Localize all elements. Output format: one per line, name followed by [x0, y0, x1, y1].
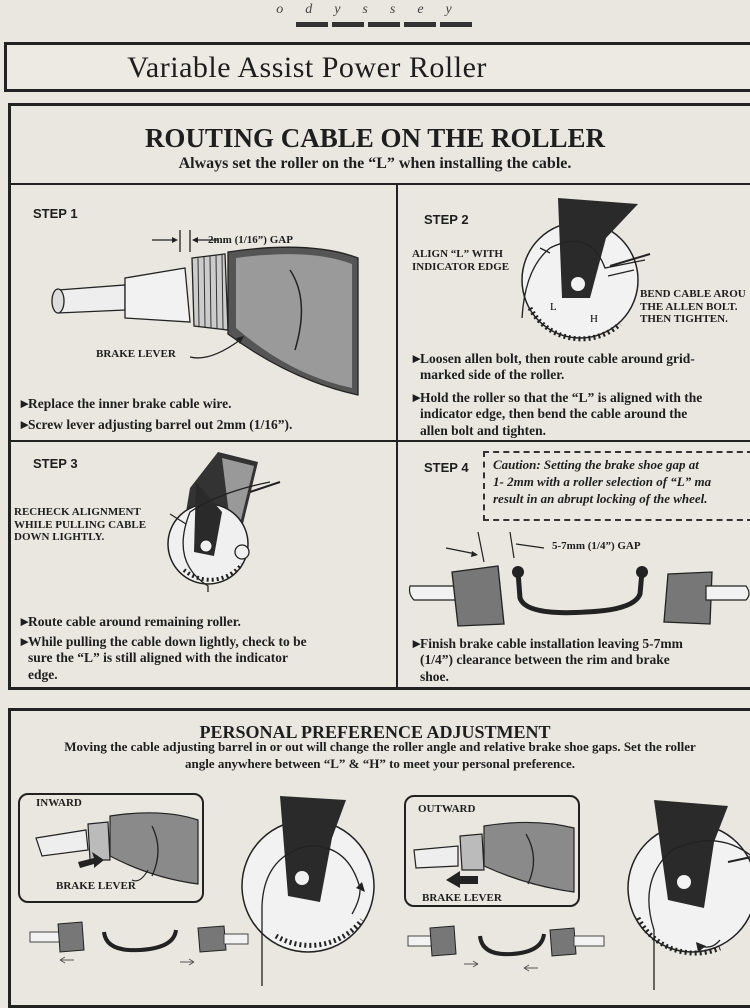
- step1-label: STEP 1: [33, 206, 78, 221]
- preference-heading: PERSONAL PREFERENCE ADJUSTMENT: [199, 722, 551, 742]
- step2-bullet-2: ►Hold the roller so that the “L” is alig…: [410, 390, 703, 438]
- step1-bullet-1: ►Replace the inner brake cable wire.: [18, 396, 232, 411]
- divider-middle: [10, 440, 750, 442]
- step4-label: STEP 4: [424, 460, 469, 475]
- page-title: Variable Assist Power Roller: [127, 51, 487, 84]
- outward-rotate-arrow-icon: [696, 942, 706, 952]
- step4-gap-label: 5-7mm (1/4”) GAP: [552, 540, 641, 552]
- divider-top: [10, 183, 750, 185]
- step4-bullet-1: ►Finish brake cable installation leaving…: [410, 636, 683, 684]
- inward-brake-lever-label: BRAKE LEVER: [56, 880, 136, 892]
- step1-gap-label: 2mm (1/16”) GAP: [208, 234, 293, 246]
- inward-rotate-arrow-icon: [356, 882, 365, 892]
- inward-roller-illustration: [241, 796, 375, 986]
- inward-shoe-illustration: [29, 921, 249, 966]
- step4-caution-box: Caution: Setting the brake shoe gap at 1…: [483, 451, 750, 521]
- step2-l-letter: L: [550, 301, 557, 313]
- brand-bars: [296, 22, 472, 27]
- step3-label: STEP 3: [33, 456, 78, 471]
- section-heading: ROUTING CABLE ON THE ROLLER: [144, 123, 606, 153]
- inward-label: INWARD: [36, 797, 82, 809]
- step1-bullet-2: ►Screw lever adjusting barrel out 2mm (1…: [18, 417, 293, 432]
- inward-right-arrow-icon: [180, 958, 195, 966]
- divider-vertical: [396, 183, 398, 688]
- outward-roller-illustration: [627, 800, 750, 990]
- inward-left-arrow-icon: [59, 956, 74, 964]
- step2-bullet-1: ►Loosen allen bolt, then route cable aro…: [410, 351, 695, 383]
- step2-illustration: H L: [521, 198, 651, 342]
- outward-shoe-illustration: [407, 925, 605, 972]
- inward-inset: [18, 793, 204, 903]
- outward-lever-illustration: [413, 821, 575, 893]
- title-box: Variable Assist Power Roller: [4, 42, 750, 92]
- step3-illustration: [167, 452, 281, 592]
- outward-inset: [404, 795, 580, 907]
- step3-bullet-2: ►While pulling the cable down lightly, c…: [18, 634, 307, 682]
- inward-arrow-icon: [78, 852, 104, 868]
- outward-arrow-icon: [446, 871, 478, 888]
- routing-section-box: [8, 103, 750, 690]
- outward-label: OUTWARD: [418, 803, 476, 815]
- step4-illustration: [408, 531, 750, 627]
- outward-left-arrow-icon: [523, 964, 538, 972]
- inward-lever-illustration: [35, 812, 199, 885]
- step1-brake-lever-label: BRAKE LEVER: [96, 348, 176, 360]
- preference-text: Moving the cable adjusting barrel in or …: [64, 739, 696, 771]
- outward-brake-lever-label: BRAKE LEVER: [422, 892, 502, 904]
- step2-label: STEP 2: [424, 212, 469, 227]
- step2-h-letter: H: [590, 313, 598, 325]
- step3-bullet-1: ►Route cable around remaining roller.: [18, 614, 241, 629]
- brand-wordmark: odyssey: [276, 2, 474, 17]
- section-subheading: Always set the roller on the “L” when in…: [178, 155, 572, 172]
- outward-right-arrow-icon: [464, 960, 479, 968]
- step1-illustration: [51, 230, 359, 396]
